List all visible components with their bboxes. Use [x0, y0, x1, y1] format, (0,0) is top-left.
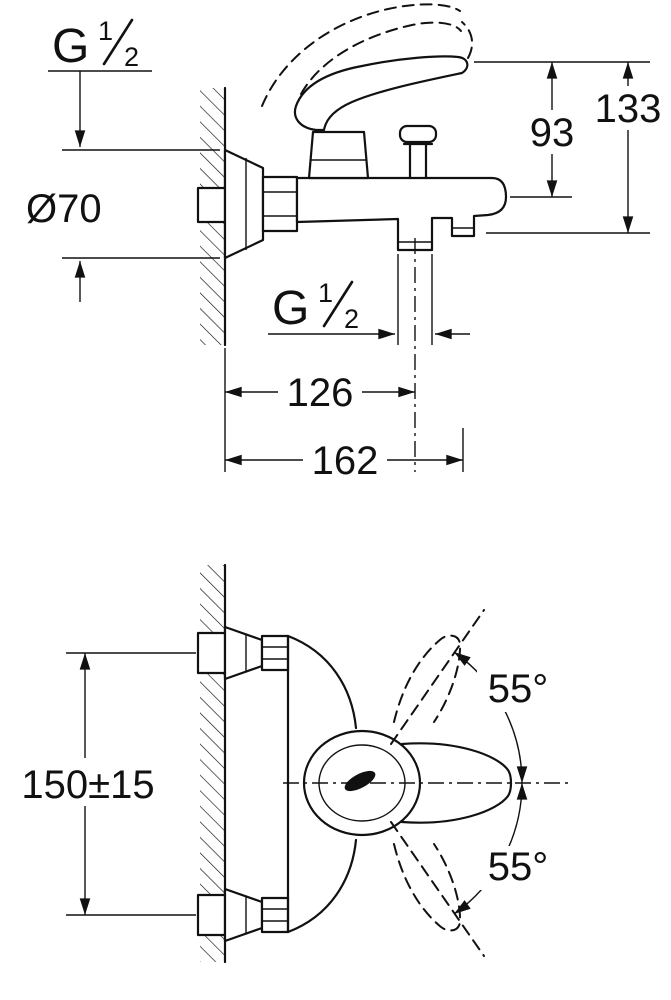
label-mask — [584, 86, 671, 130]
label-mask — [303, 440, 387, 480]
lever-handle — [293, 55, 469, 132]
side-view: G 1 2 Ø70 93 133 — [26, 3, 671, 483]
wall-union — [196, 148, 299, 260]
swing-axis-lower — [390, 821, 485, 957]
dim-connection-spacing: 150±15 — [12, 652, 196, 916]
inlet-thread-label: G 1 2 — [52, 16, 139, 73]
label-mask — [477, 668, 559, 712]
body-lower-arm — [286, 838, 358, 934]
dim-inlet-thread: G 1 2 — [48, 16, 152, 147]
wall-union-top — [196, 625, 290, 681]
dim-label-diameter: Ø70 — [26, 187, 102, 231]
dim-label-133: 133 — [595, 87, 662, 131]
label-mask — [520, 110, 584, 154]
faucet-body-side — [261, 3, 508, 252]
inlet-fitting — [196, 893, 227, 937]
diverter-knob — [398, 124, 438, 180]
outlet-thread-label: G 1 2 — [272, 278, 359, 335]
swing-axis-upper — [390, 609, 485, 745]
front-view: 55° 55° 150±15 — [12, 563, 570, 964]
dim-projections: 126 162 — [224, 238, 464, 483]
label-mask — [477, 846, 559, 890]
union-nut — [260, 896, 290, 934]
escutcheon-cone — [223, 625, 264, 681]
inlet-fitting — [196, 631, 227, 675]
fraction-slash — [102, 18, 134, 66]
label-mask — [278, 372, 362, 412]
cartridge-housing — [307, 130, 370, 180]
label-mask — [12, 758, 164, 806]
wall-union-bottom — [196, 887, 290, 943]
temperature-indicator — [344, 770, 376, 792]
dim-total-height: 133 — [486, 62, 671, 234]
body-upper-arm — [286, 634, 358, 730]
lever-swing-dashed-lower — [393, 843, 462, 932]
dim-label-55-lower: 55° — [488, 845, 549, 889]
dim-label-126: 126 — [287, 371, 354, 415]
dim-label-55-upper: 55° — [488, 667, 549, 711]
swing-annotation: 55° 55° — [283, 609, 570, 957]
inlet-fitting — [196, 186, 227, 224]
dim-label-93: 93 — [530, 111, 575, 155]
spout-body — [295, 176, 508, 252]
dim-label-150: 150±15 — [21, 763, 154, 807]
escutcheon-cone — [223, 887, 264, 943]
lever-handle-raised-dashed — [261, 3, 474, 107]
dim-escutcheon-diameter: Ø70 — [26, 149, 220, 302]
lever-swing-dashed-upper — [393, 634, 462, 723]
union-nut — [261, 175, 299, 233]
dim-label-162: 162 — [312, 439, 379, 483]
escutcheon-cone — [223, 148, 265, 260]
dim-handle-height: 93 — [474, 61, 650, 198]
dim-outlet-thread: G 1 2 — [268, 254, 470, 345]
fraction-slash — [322, 280, 354, 328]
union-nut — [260, 634, 290, 672]
